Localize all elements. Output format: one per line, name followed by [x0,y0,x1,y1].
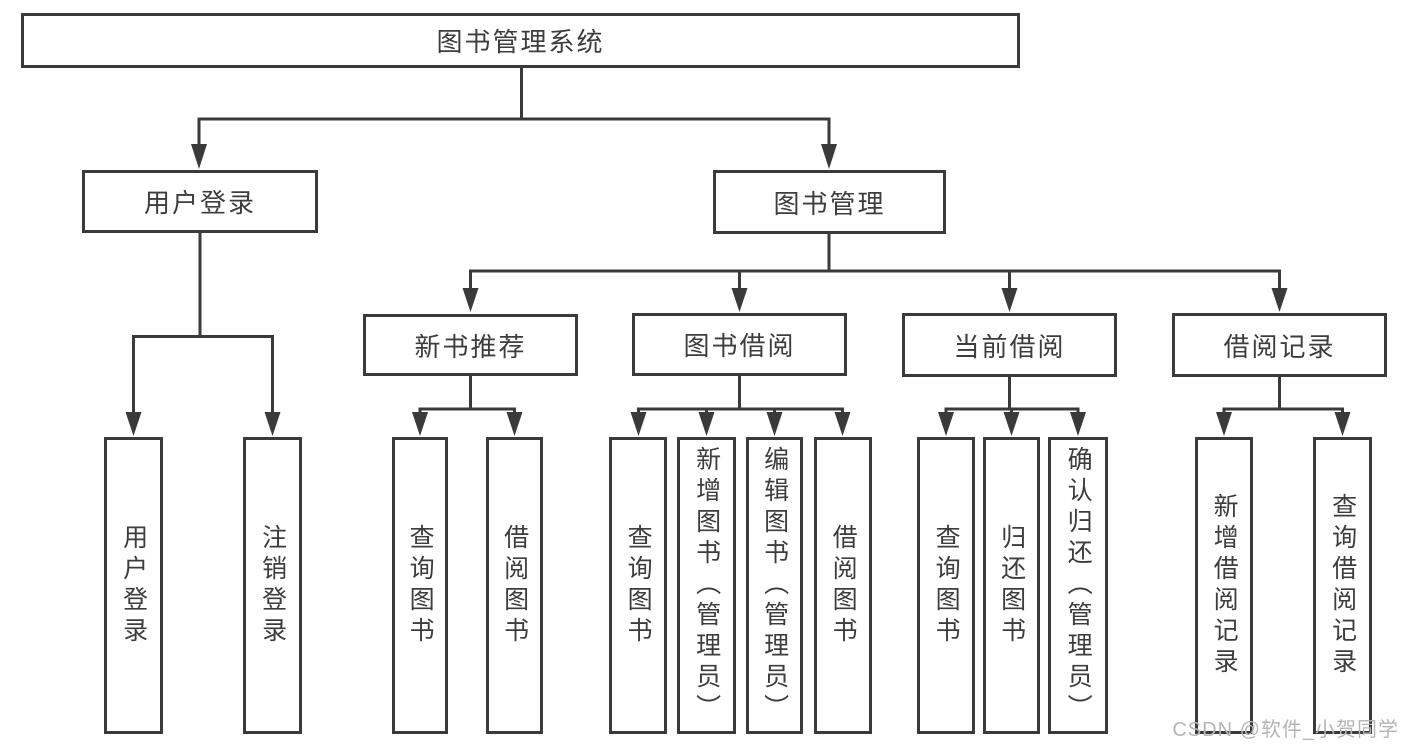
node-current-borrow-label: 当前借阅 [953,331,1066,362]
node-root-label: 图书管理系统 [436,27,605,57]
node-book-mgmt: 图书管理 [713,170,946,234]
node-new-book-rec-label: 新书推荐 [414,331,527,362]
arrowhead-book-borrow [731,288,748,312]
leaf-add-borrow-record-label: 新增借阅记录 [1210,492,1239,679]
leaf-edit-books-admin: 编辑图书（管理员） [746,437,803,734]
leaf-query-books-2-label: 查询图书 [624,523,653,648]
arrowhead-leaf-10 [1003,412,1020,436]
leaf-query-books-1-label: 查询图书 [406,523,435,648]
leaf-logout-label: 注销登录 [258,523,287,648]
arrowhead-leaf-8 [834,412,851,436]
arrowhead-leaf-7 [766,412,783,436]
arrowhead-leaf-4 [506,412,523,436]
leaf-add-books-admin-label: 新增图书（管理员） [692,446,721,725]
arrowhead-leaf-11 [1070,412,1086,436]
arrowhead-leaf-9 [938,412,954,436]
leaf-confirm-return-admin: 确认归还（管理员） [1048,437,1108,734]
arrowhead-leaf-1 [125,412,142,436]
node-book-mgmt-label: 图书管理 [773,188,886,219]
leaf-query-books-3-label: 查询图书 [932,523,961,648]
node-user-login-label: 用户登录 [143,188,256,218]
leaf-return-books-label: 归还图书 [997,523,1026,648]
node-root: 图书管理系统 [21,13,1020,68]
node-current-borrow: 当前借阅 [902,313,1117,377]
arrowhead-leaf-6 [698,412,715,436]
leaf-query-borrow-record: 查询借阅记录 [1313,437,1372,734]
arrowhead-book-mgmt [821,144,837,169]
leaf-query-books-2: 查询图书 [609,437,667,734]
arrowhead-user-login [191,144,207,169]
leaf-query-books-1: 查询图书 [392,437,448,734]
arrowhead-leaf-2 [264,412,281,436]
leaf-user-login-label: 用户登录 [119,523,148,648]
arrowhead-leaf-12 [1216,412,1232,436]
arrowhead-borrow-records [1271,288,1288,312]
leaf-borrow-books-1-label: 借阅图书 [500,523,529,648]
leaf-user-login: 用户登录 [104,437,163,734]
node-book-borrow: 图书借阅 [632,313,847,376]
leaf-borrow-books-2-label: 借阅图书 [829,523,858,648]
watermark: CSDN @软件_小贺同学 [1172,719,1399,741]
arrowhead-leaf-5 [630,412,647,436]
arrowhead-leaf-13 [1334,412,1351,436]
node-borrow-records: 借阅记录 [1172,313,1387,377]
node-new-book-rec: 新书推荐 [363,314,578,376]
leaf-add-books-admin: 新增图书（管理员） [677,437,736,734]
leaf-return-books: 归还图书 [983,437,1040,734]
node-user-login: 用户登录 [82,170,318,233]
leaf-add-borrow-record: 新增借阅记录 [1195,437,1253,734]
arrowhead-current-borrow [1001,288,1018,312]
arrowhead-leaf-3 [412,412,428,436]
leaf-borrow-books-2: 借阅图书 [814,437,872,734]
leaf-query-books-3: 查询图书 [917,437,975,734]
leaf-borrow-books-1: 借阅图书 [486,437,543,734]
leaf-query-borrow-record-label: 查询借阅记录 [1328,492,1357,679]
node-book-borrow-label: 图书借阅 [683,331,796,361]
node-borrow-records-label: 借阅记录 [1223,331,1336,362]
arrowhead-new-book-rec [462,288,479,312]
leaf-edit-books-admin-label: 编辑图书（管理员） [760,446,789,725]
leaf-confirm-return-admin-label: 确认归还（管理员） [1064,446,1093,725]
leaf-logout: 注销登录 [243,437,302,734]
